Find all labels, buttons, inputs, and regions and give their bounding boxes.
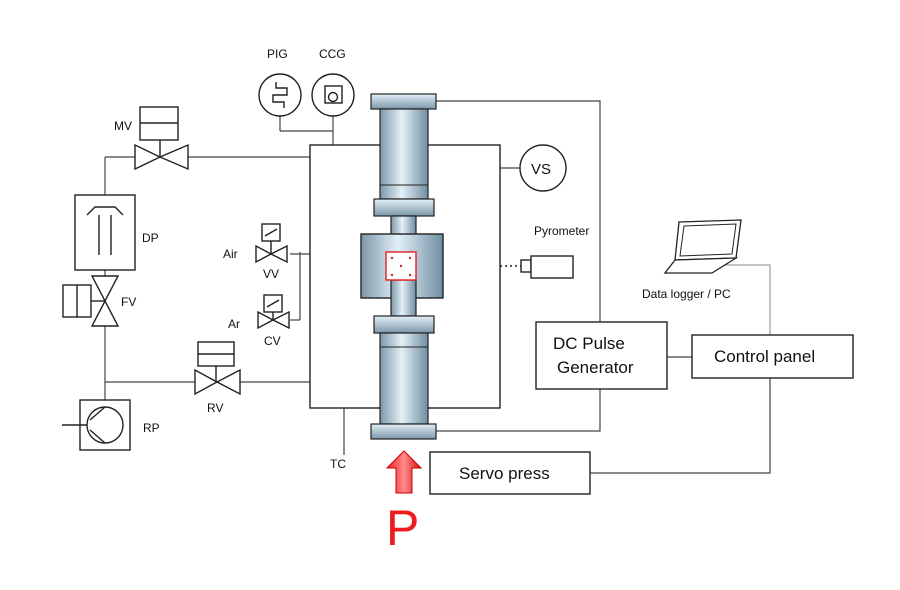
pressure-label: P bbox=[386, 500, 419, 556]
bottom-electrode bbox=[379, 332, 429, 425]
pyrometer: Pyrometer bbox=[520, 224, 589, 279]
fv-valve: FV bbox=[62, 275, 136, 327]
bottom-punch bbox=[390, 279, 417, 317]
bottom-electrode-cap bbox=[370, 423, 437, 440]
cv-label: CV bbox=[264, 334, 281, 348]
servo-press-label: Servo press bbox=[459, 464, 550, 483]
servo-press: Servo press bbox=[429, 451, 591, 495]
control-panel-label: Control panel bbox=[714, 347, 815, 366]
ar-label: Ar bbox=[228, 317, 240, 331]
rv-label: RV bbox=[207, 401, 223, 415]
rp-label: RP bbox=[143, 421, 160, 435]
electrical-wiring bbox=[436, 100, 771, 474]
top-electrode bbox=[379, 108, 429, 200]
vv-valve: Air VV bbox=[223, 223, 288, 281]
pressure-arrow: P bbox=[385, 450, 423, 556]
vs-gauge: VS bbox=[519, 144, 567, 192]
top-spacer bbox=[373, 198, 435, 217]
dc-pulse-label-line1: DC Pulse bbox=[553, 334, 625, 353]
ccg-label: CCG bbox=[319, 47, 346, 61]
dc-pulse-label-line2: Generator bbox=[557, 358, 634, 377]
pig-gauge: PIG bbox=[258, 47, 302, 117]
dp-label: DP bbox=[142, 231, 159, 245]
vs-label: VS bbox=[531, 161, 551, 178]
mv-valve: MV bbox=[114, 106, 189, 171]
dc-pulse-generator: DC Pulse Generator bbox=[535, 321, 668, 390]
tc-label: TC bbox=[330, 457, 346, 471]
vacuum-piping bbox=[104, 116, 520, 400]
mv-label: MV bbox=[114, 119, 132, 133]
electrode-stack bbox=[360, 93, 444, 440]
pyrometer-label: Pyrometer bbox=[534, 224, 589, 238]
cv-valve: Ar CV bbox=[228, 294, 290, 348]
ccg-gauge: CCG bbox=[311, 47, 355, 117]
dp-pump: DP bbox=[74, 194, 159, 271]
laptop-icon: Data logger / PC bbox=[642, 219, 742, 301]
vv-label: VV bbox=[263, 267, 279, 281]
top-electrode-cap bbox=[370, 93, 437, 110]
fv-label: FV bbox=[121, 295, 136, 309]
rv-valve: RV bbox=[194, 341, 241, 415]
air-label: Air bbox=[223, 247, 238, 261]
bottom-spacer bbox=[373, 315, 435, 334]
pig-label: PIG bbox=[267, 47, 288, 61]
data-logger-label: Data logger / PC bbox=[642, 287, 731, 301]
control-panel: Control panel bbox=[691, 334, 854, 379]
rp-pump: RP bbox=[62, 399, 160, 451]
